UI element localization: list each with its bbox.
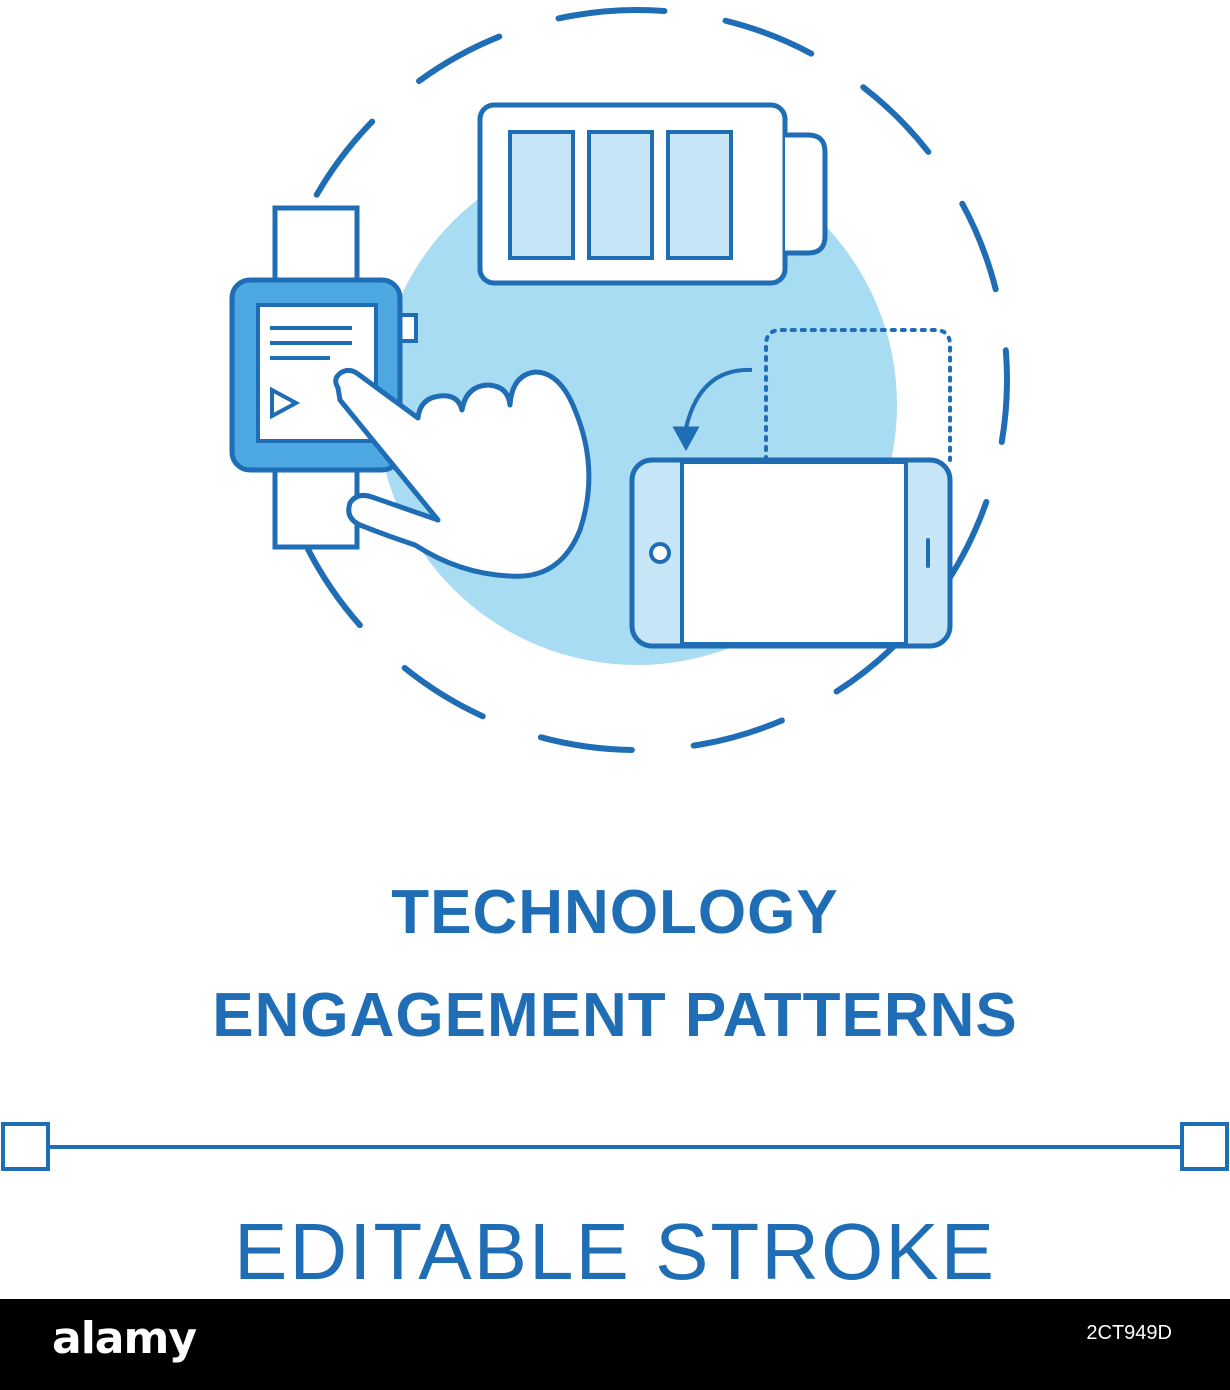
phone-ghost-outline (764, 328, 952, 462)
line-handle-right (1180, 1122, 1229, 1171)
title-line-2: ENGAGEMENT PATTERNS (212, 981, 1018, 1050)
battery-icon (477, 102, 828, 286)
editable-stroke-line (1, 1122, 1229, 1171)
play-icon (270, 386, 301, 420)
footer-bar: alamy 2CT949D (0, 1299, 1230, 1390)
editable-stroke-label: EDITABLE STROKE (233, 1212, 997, 1296)
concept-illustration (1, 6, 1229, 1171)
pointing-hand-icon (333, 367, 592, 579)
smartwatch-icon (229, 205, 418, 550)
title-line-1: TECHNOLOGY (391, 878, 839, 947)
footer-image-id: 2CT949D (1086, 1322, 1172, 1344)
rotate-arrow-icon (672, 367, 753, 452)
footer-logo: alamy (52, 1313, 197, 1364)
line-handle-left (1, 1122, 50, 1171)
rotated-smartphone-icon (629, 457, 953, 649)
